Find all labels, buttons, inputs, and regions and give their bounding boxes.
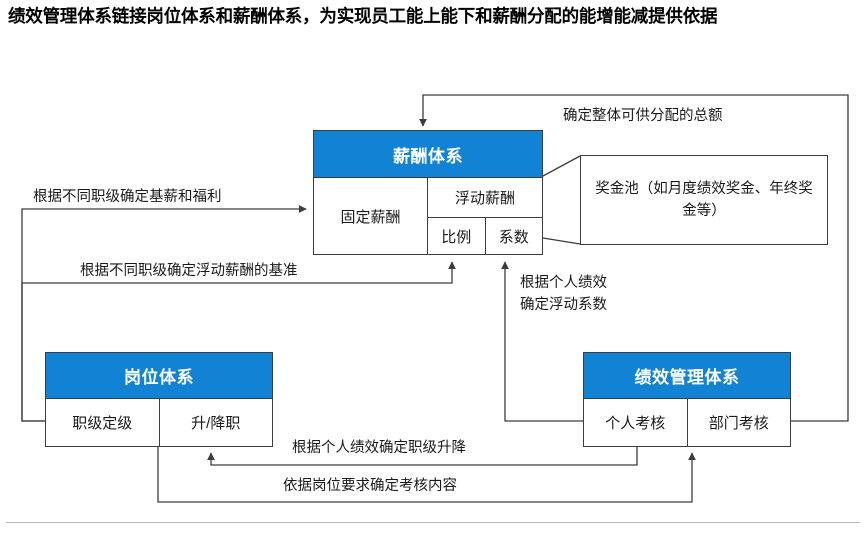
variable-salary-subcells: 比例 系数 xyxy=(428,216,543,255)
position-system-header: 岗位体系 xyxy=(46,353,272,398)
performance-system-node[interactable]: 绩效管理体系 个人考核 部门考核 xyxy=(583,352,791,447)
callout-wedge-bottom xyxy=(542,237,581,245)
page-title: 绩效管理体系链接岗位体系和薪酬体系，为实现员工能上能下和薪酬分配的能增能减提供依… xyxy=(8,6,718,26)
bottom-divider xyxy=(6,522,860,523)
cell-job-grading[interactable]: 职级定级 xyxy=(72,415,133,432)
edge-promotion xyxy=(207,447,638,466)
edge-assessment-content xyxy=(157,447,696,503)
cell-individual-assessment[interactable]: 个人考核 xyxy=(605,415,666,432)
edge-total-amount xyxy=(419,94,849,422)
edge-label-coefficient-line1: 根据个人绩效 xyxy=(520,275,607,291)
salary-system-body: 固定薪酬 浮动薪酬 比例 系数 xyxy=(314,177,542,255)
performance-system-body: 个人考核 部门考核 xyxy=(584,398,790,446)
variable-salary-group: 浮动薪酬 比例 系数 xyxy=(427,178,542,255)
position-system-body: 职级定级 升/降职 xyxy=(46,398,272,446)
salary-system-node[interactable]: 薪酬体系 固定薪酬 浮动薪酬 比例 系数 xyxy=(313,130,543,255)
edge-label-variable-base: 根据不同职级确定浮动薪酬的基准 xyxy=(80,263,298,279)
edge-label-coefficient: 根据个人绩效 确定浮动系数 xyxy=(520,272,607,317)
callout-wedge-top xyxy=(542,155,581,177)
edge-label-assessment-content: 依据岗位要求确定考核内容 xyxy=(283,478,457,494)
edge-label-base-salary: 根据不同职级确定基薪和福利 xyxy=(33,189,222,205)
position-system-node[interactable]: 岗位体系 职级定级 升/降职 xyxy=(45,352,273,447)
cell-fixed-salary[interactable]: 固定薪酬 xyxy=(340,209,401,226)
cell-promotion-demotion[interactable]: 升/降职 xyxy=(158,399,273,446)
edge-coefficient xyxy=(501,261,583,422)
bonus-pool-callout[interactable]: 奖金池（如月度绩效奖金、年终奖金等） xyxy=(580,155,828,245)
salary-system-header: 薪酬体系 xyxy=(314,131,542,177)
edge-label-total-amount: 确定整体可供分配的总额 xyxy=(563,108,723,124)
edge-variable-base xyxy=(21,261,456,422)
edge-label-coefficient-line2: 确定浮动系数 xyxy=(520,297,607,314)
edge-label-promotion: 根据个人绩效确定职级升降 xyxy=(292,440,466,456)
cell-department-assessment[interactable]: 部门考核 xyxy=(686,399,791,446)
cell-ratio[interactable]: 比例 xyxy=(441,228,472,246)
cell-variable-salary[interactable]: 浮动薪酬 xyxy=(454,189,515,207)
performance-system-header: 绩效管理体系 xyxy=(584,353,790,398)
cell-coefficient[interactable]: 系数 xyxy=(484,217,543,255)
